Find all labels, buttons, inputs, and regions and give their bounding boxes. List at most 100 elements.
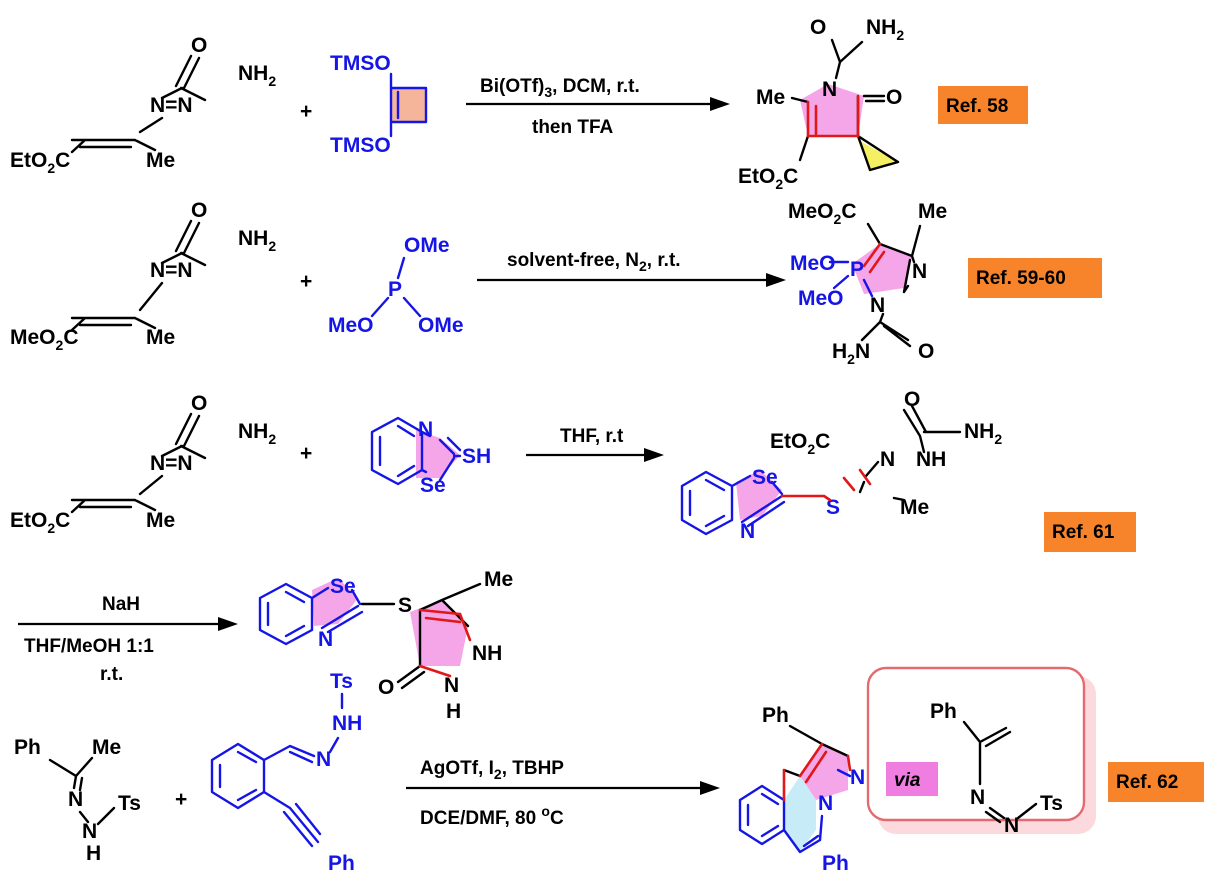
atom-S: S — [398, 594, 412, 617]
atom-Ph: Ph — [14, 736, 41, 759]
atom-Ts: Ts — [118, 792, 141, 815]
atom-Ts: Ts — [330, 670, 353, 693]
atom-O: O — [810, 16, 826, 39]
atom-O: O — [904, 388, 920, 411]
ref-box — [938, 86, 1028, 124]
atom-NH2: NH2 — [964, 420, 1002, 447]
row-4-product-pyrazolone: Se N S Me NH N H O — [258, 568, 513, 723]
atom-NH: NH — [916, 448, 946, 471]
ref-label: Ref. 58 — [946, 96, 1008, 117]
atom-Me: Me — [918, 200, 947, 223]
conditions-bottom: DCE/DMF, 80 oC — [420, 803, 564, 829]
row-3-product-thioether: O NH2 N NH EtO2C Me Se N S — [680, 388, 1002, 543]
blue-bonds — [738, 768, 852, 854]
bonds — [370, 256, 422, 318]
plus-sign: + — [300, 100, 312, 123]
bonds — [782, 724, 850, 778]
atom-ester: MeO2C — [788, 200, 856, 227]
new-bonds — [780, 468, 872, 502]
row-5-via-intermediate: via Ph N N Ts — [866, 666, 1096, 837]
bonds — [70, 219, 207, 332]
atom-O-lactam: O — [886, 86, 902, 109]
row-3-reagent-mercaptobenzoselenazole: N SH Se — [370, 416, 491, 497]
atom-N: N — [740, 520, 755, 543]
bonds — [48, 756, 116, 826]
row-2-arrow: solvent-free, N2, r.t. — [477, 250, 786, 287]
atom-N: N — [444, 674, 459, 697]
atom-N: N — [970, 786, 985, 809]
atom-ester: EtO2C — [10, 509, 70, 536]
atom-ester: EtO2C — [10, 149, 70, 176]
atom-P: P — [850, 258, 864, 281]
row-1-product-spirolactam: O NH2 N O Me EtO2C — [738, 16, 904, 192]
atom-NH2: NH2 — [238, 420, 276, 447]
atom-NH: NH — [332, 712, 362, 735]
pyridine-ring-highlight — [784, 776, 816, 852]
atom-Me: Me — [146, 149, 175, 172]
atom-N: N — [870, 294, 885, 317]
atom-Ts: Ts — [1040, 792, 1063, 815]
atom-Me: Me — [900, 496, 929, 519]
atom-Ph: Ph — [328, 852, 355, 875]
atom-Me: Me — [146, 326, 175, 349]
atom-H2N: H2N — [832, 340, 870, 367]
new-bonds — [862, 242, 886, 274]
via-label-bg — [886, 762, 938, 796]
conditions-top: THF, r.t — [560, 426, 624, 447]
atom-NH: NH — [472, 642, 502, 665]
bonds — [370, 416, 462, 486]
atom-N: N — [318, 628, 333, 651]
atom-N: N — [82, 820, 97, 843]
ref-box — [968, 258, 1102, 298]
row-5-reactant-tosylhydrazone: Ph Me N N H Ts — [14, 736, 141, 865]
ring-highlight — [391, 88, 426, 122]
row-2-reactant-hydrazone: O NH2 N=N MeO2C Me — [10, 199, 276, 353]
atom-N: N — [880, 448, 895, 471]
atom-azo: N=N — [150, 259, 193, 282]
row-1-reagent-cyclobutene: TMSO TMSO — [330, 52, 428, 157]
atom-N: N — [850, 766, 865, 789]
ref-label: Ref. 61 — [1052, 522, 1115, 543]
conditions-top: NaH — [102, 594, 140, 615]
bonds — [860, 222, 922, 348]
conditions-top: AgOTf, I2, TBHP — [420, 758, 564, 782]
atom-N: N — [1004, 814, 1019, 837]
benzoselenazole-bonds — [258, 582, 364, 646]
atom-H: H — [446, 700, 461, 723]
conditions-bottom-2: r.t. — [100, 664, 123, 685]
atom-SH: SH — [462, 445, 491, 468]
atom-O: O — [918, 340, 934, 363]
atom-H: H — [86, 842, 101, 865]
bonds — [70, 54, 207, 154]
conditions-bottom: then TFA — [532, 117, 614, 138]
ref-box — [1108, 762, 1204, 802]
plus-sign: + — [175, 788, 187, 811]
row-2-ref: Ref. 59-60 — [968, 258, 1102, 298]
bonds — [210, 692, 344, 848]
bonds — [858, 404, 962, 502]
atom-Me: Me — [756, 86, 785, 109]
atom-O: O — [191, 199, 207, 222]
conditions-bottom: THF/MeOH 1:1 — [24, 636, 154, 657]
row-3-arrow: THF, r.t — [526, 426, 664, 462]
atom-ester: EtO2C — [770, 430, 830, 457]
atom-O: O — [191, 392, 207, 415]
atom-MeO: MeO — [328, 314, 374, 337]
benzoselenazole-bonds — [680, 470, 786, 536]
row-2-reagent-trimethylphosphite: OMe P MeO OMe — [328, 234, 464, 337]
row-5-reagent-alkynylaldehyde-hydrazone: Ts NH N Ph — [210, 670, 362, 875]
atom-N: N — [316, 748, 331, 771]
row-5-arrow: AgOTf, I2, TBHP DCE/DMF, 80 oC — [406, 758, 720, 829]
atom-N: N — [418, 418, 433, 441]
atom-MeO-bottom: MeO — [798, 287, 844, 310]
atom-OMe-top: OMe — [404, 234, 450, 257]
atom-OMe-right: OMe — [418, 314, 464, 337]
bonds — [389, 72, 428, 138]
conditions-top: solvent-free, N2, r.t. — [507, 250, 681, 274]
row-5-ref: Ref. 62 — [1108, 762, 1204, 802]
atom-NH2: NH2 — [238, 62, 276, 89]
atom-P: P — [388, 278, 402, 301]
plus-sign: + — [300, 442, 312, 465]
atom-NH2: NH2 — [238, 227, 276, 254]
bonds — [70, 412, 207, 514]
